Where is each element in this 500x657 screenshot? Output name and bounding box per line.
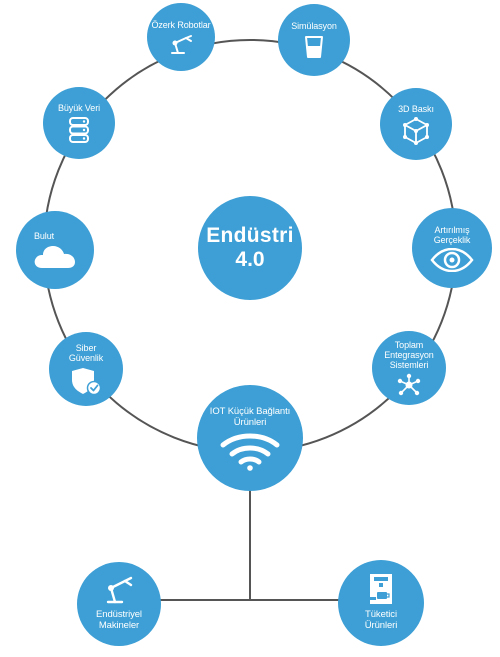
node-label: Bulut xyxy=(34,230,55,241)
node-label: Büyük Veri xyxy=(57,102,101,113)
node-3d-printing[interactable]: 3D Baskı xyxy=(380,88,452,160)
node-autonomous-robots[interactable]: Özerk Robotlar xyxy=(147,3,215,71)
robot-arm-icon xyxy=(171,34,192,54)
beaker-icon xyxy=(305,35,323,58)
cloud-icon xyxy=(34,245,75,268)
node-system-integration[interactable]: Toplam Entegrasyon Sistemleri xyxy=(372,331,446,405)
node-label: IOT Küçük Bağlantı Ürünleri xyxy=(209,405,291,428)
node-label: Toplam Entegrasyon Sistemleri xyxy=(384,339,434,370)
cube-icon xyxy=(403,116,429,145)
database-icon xyxy=(69,116,89,143)
node-cloud[interactable]: Bulut xyxy=(16,211,94,289)
center-node: Endüstri 4.0 xyxy=(198,196,302,300)
node-label: Siber Güvenlik xyxy=(68,342,104,363)
coffee-machine-icon xyxy=(370,573,392,604)
node-iot[interactable]: IOT Küçük Bağlantı Ürünleri xyxy=(197,385,303,491)
network-icon xyxy=(397,373,421,395)
node-augmented-reality[interactable]: Artırılmış Gerçeklik xyxy=(412,208,492,288)
node-label: Endüstriyel Makineler xyxy=(96,608,142,631)
node-label: Özerk Robotlar xyxy=(151,19,211,30)
center-title: Endüstri xyxy=(206,224,294,247)
node-label: Artırılmış Gerçeklik xyxy=(433,224,471,245)
node-industrial-machines[interactable]: Endüstriyel Makineler xyxy=(77,562,161,646)
robot-arm-icon xyxy=(106,576,133,603)
eye-icon xyxy=(430,247,474,272)
node-label: Simülasyon xyxy=(291,20,337,31)
node-consumer-products[interactable]: Tüketici Ürünleri xyxy=(338,560,424,646)
wifi-icon xyxy=(220,433,280,471)
node-cyber-security[interactable]: Siber Güvenlik xyxy=(49,332,123,406)
shield-check-icon xyxy=(72,367,102,395)
node-big-data[interactable]: Büyük Veri xyxy=(43,87,115,159)
node-label: 3D Baskı xyxy=(398,103,434,114)
node-simulation[interactable]: Simülasyon xyxy=(278,4,350,76)
node-label: Tüketici Ürünleri xyxy=(364,608,398,631)
center-version: 4.0 xyxy=(235,248,265,271)
